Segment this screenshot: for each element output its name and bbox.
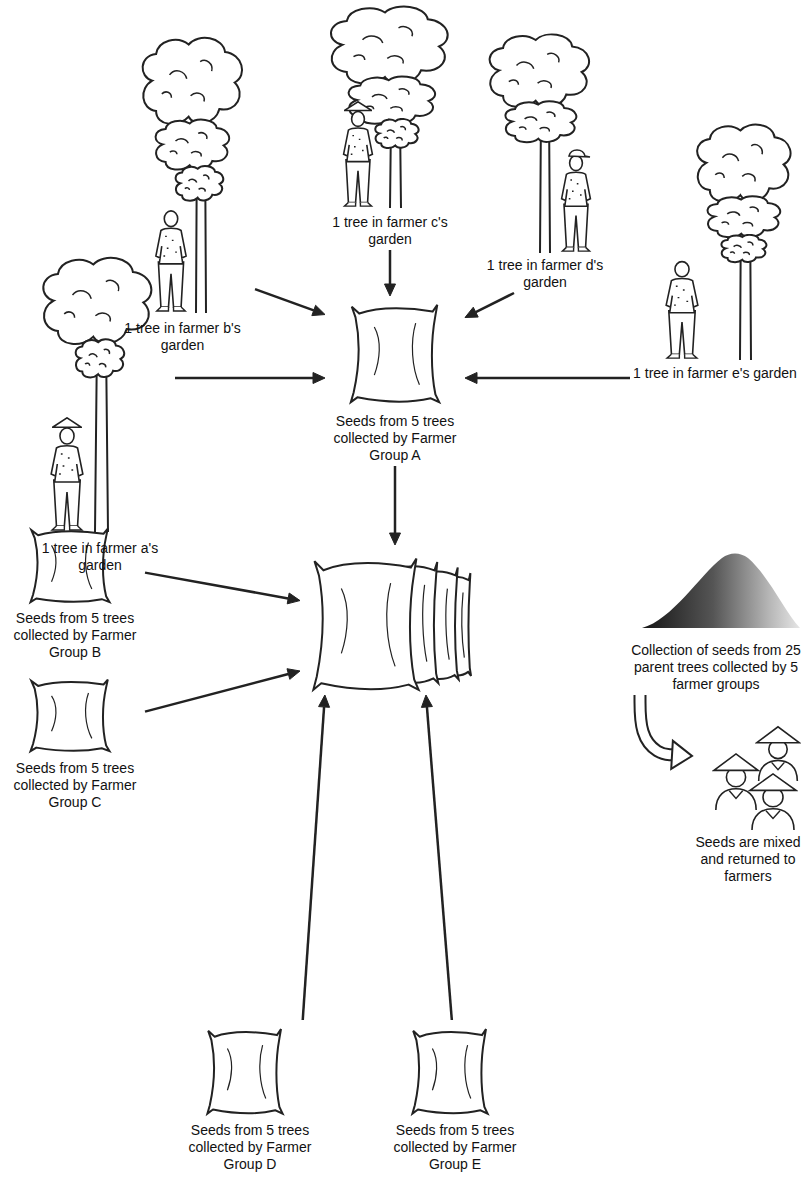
tree-crown — [721, 235, 766, 262]
seed-collection-node: Collection of seeds from 25 parent trees… — [300, 545, 806, 695]
flow-arrow — [175, 373, 325, 384]
tree-crown — [697, 125, 790, 202]
arrowhead — [287, 593, 300, 604]
flow-arrow — [385, 250, 396, 296]
tree-c — [331, 7, 448, 208]
farmers-node: Seeds are mixed and returned to farmers — [692, 722, 804, 887]
arrowhead — [287, 669, 300, 680]
arrowhead — [465, 307, 478, 317]
node-caption: Seeds are mixed and returned to farmers — [692, 832, 804, 887]
node-caption: Seeds from 5 trees collected by Farmer G… — [5, 758, 145, 813]
flow-arrow — [255, 289, 325, 316]
tree-crown — [156, 120, 230, 170]
arrowhead — [385, 284, 396, 296]
tree-node: 1 tree in farmer a's garden — [25, 250, 175, 576]
tree-crown — [708, 196, 781, 237]
node-caption: 1 tree in farmer d's garden — [470, 255, 620, 293]
return-arrow — [640, 695, 692, 769]
arrowhead — [390, 533, 401, 545]
sack-stack — [313, 559, 471, 690]
tree-crown — [375, 119, 418, 148]
flow-arrow — [145, 573, 300, 604]
tree-node: 1 tree in farmer d's garden — [470, 30, 620, 293]
conical-hat — [53, 418, 82, 427]
flow-arrow — [303, 695, 330, 1020]
arrow-body — [640, 695, 672, 755]
flow-arrow — [465, 293, 514, 318]
tree-crown — [76, 339, 124, 377]
tree-crown — [331, 7, 448, 84]
tree-a — [43, 258, 151, 532]
node-caption: Seeds from 5 trees collected by Farmer G… — [5, 608, 145, 663]
seed-sack — [313, 559, 418, 690]
tree-crown — [505, 101, 576, 142]
flow-arrow — [421, 695, 451, 1020]
arrow-line — [427, 707, 452, 1020]
seed-sack-node: Seeds from 5 trees collected by Farmer G… — [5, 672, 145, 813]
arrow-line — [389, 250, 392, 284]
arrow-line — [303, 707, 324, 1020]
tree-crown — [490, 34, 589, 107]
arrowhead — [319, 695, 330, 707]
tree-crown — [143, 38, 242, 124]
tree-b — [143, 38, 242, 313]
seed-sack — [412, 1029, 487, 1113]
cap — [569, 150, 590, 157]
arrow-line — [394, 466, 397, 533]
tree-e — [666, 125, 790, 360]
node-caption: 1 tree in farmer a's garden — [25, 538, 175, 576]
farmer-figure — [562, 156, 591, 252]
node-caption: Seeds from 5 trees collected by Farmer G… — [385, 1120, 525, 1175]
arrow-line — [477, 377, 630, 380]
arrowhead — [421, 695, 432, 707]
seed-sack — [31, 680, 110, 752]
arrow-line — [175, 377, 313, 380]
node-caption: 1 tree in farmer b's garden — [110, 318, 255, 356]
farmer-figure — [344, 112, 373, 207]
seed-sack — [207, 1029, 282, 1113]
conical-hat — [345, 102, 372, 111]
arrow-line — [145, 674, 288, 712]
arrowhead — [313, 373, 325, 384]
seed-pile — [642, 554, 800, 629]
farmer-bust — [750, 774, 796, 830]
farmer-bust — [714, 754, 758, 810]
arrow-outline — [640, 695, 672, 755]
tree-d — [490, 34, 591, 253]
seed-sack-node: Seeds from 5 trees collected by Farmer G… — [180, 1020, 320, 1175]
farmer-figure — [51, 428, 83, 530]
farmer-bust — [757, 727, 799, 781]
seed-sack — [351, 305, 439, 402]
tree-node: 1 tree in farmer c's garden — [315, 0, 465, 250]
arrowhead — [671, 741, 692, 769]
seed-sack-node: Seeds from 5 trees collected by Farmer G… — [385, 1020, 525, 1175]
arrowhead — [465, 373, 477, 384]
tree-node: 1 tree in farmer e's garden — [630, 118, 800, 384]
tree-crown — [176, 166, 224, 200]
arrow-line — [476, 293, 514, 312]
tree-node: 1 tree in farmer b's garden — [110, 30, 255, 356]
flow-arrow — [465, 373, 630, 384]
arrow-line — [145, 573, 288, 599]
seed-sack-node: Seeds from 5 trees collected by Farmer G… — [325, 296, 465, 466]
node-caption: Seeds from 5 trees collected by Farmer G… — [180, 1120, 320, 1175]
farmers-group — [714, 727, 799, 830]
arrow-line — [255, 289, 314, 310]
farmer-figure — [666, 262, 698, 358]
node-caption: 1 tree in farmer c's garden — [315, 212, 465, 250]
flow-arrow — [145, 669, 300, 712]
node-caption: 1 tree in farmer e's garden — [630, 363, 800, 384]
node-caption: Seeds from 5 trees collected by Farmer G… — [325, 411, 465, 466]
node-caption: Collection of seeds from 25 parent trees… — [626, 640, 806, 695]
arrowhead — [312, 305, 325, 315]
farmer-figure — [156, 211, 186, 311]
flow-arrow — [390, 466, 401, 545]
